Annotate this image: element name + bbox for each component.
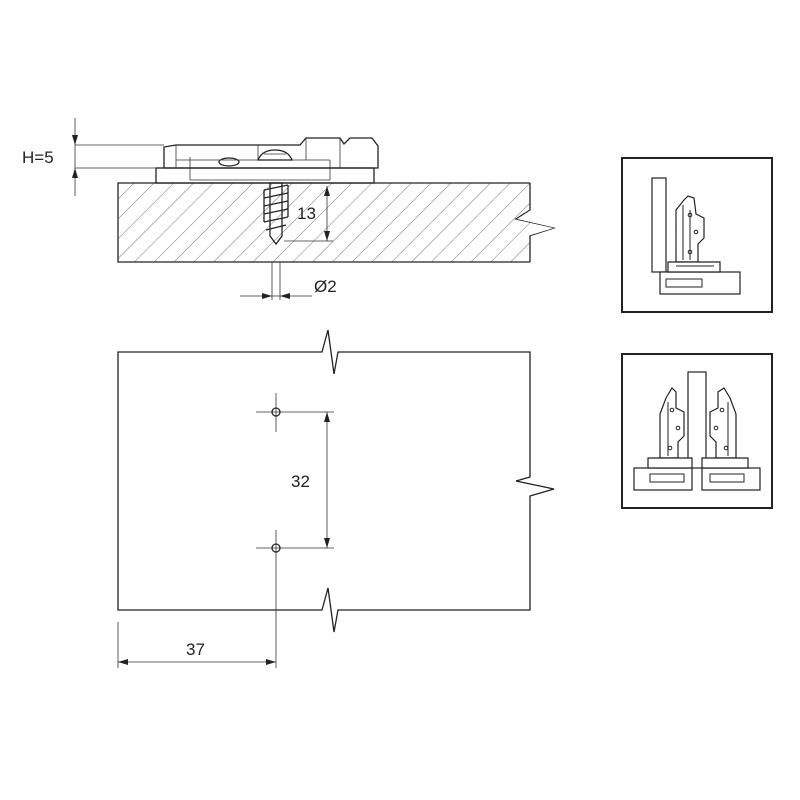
screw-depth-dimension: 13 [284, 186, 333, 242]
pilot-diameter-dimension: Ø2 [240, 262, 337, 300]
edge-offset-dimension: 37 [117, 622, 276, 668]
section-view: H=5 13 Ø2 [22, 118, 560, 300]
pilot-diameter-label: Ø2 [314, 277, 337, 296]
screw-depth-label: 13 [297, 204, 316, 223]
edge-offset-label: 37 [186, 640, 205, 659]
full-overlay-hinge-icon [621, 157, 773, 313]
plate-height-label: H=5 [22, 148, 54, 167]
hole-spacing-label: 32 [291, 472, 310, 491]
board-section [117, 182, 560, 263]
hole-spacing-dimension: 32 [291, 411, 334, 549]
hole-bottom [256, 530, 296, 668]
plan-view: 32 37 [117, 329, 555, 668]
plate-height-dimension: H=5 [22, 118, 164, 196]
panel-outline [117, 329, 555, 633]
hole-top [256, 393, 296, 432]
mounting-plate [155, 137, 379, 184]
half-overlay-hinge-icon [621, 353, 773, 509]
screw-section [263, 182, 289, 246]
